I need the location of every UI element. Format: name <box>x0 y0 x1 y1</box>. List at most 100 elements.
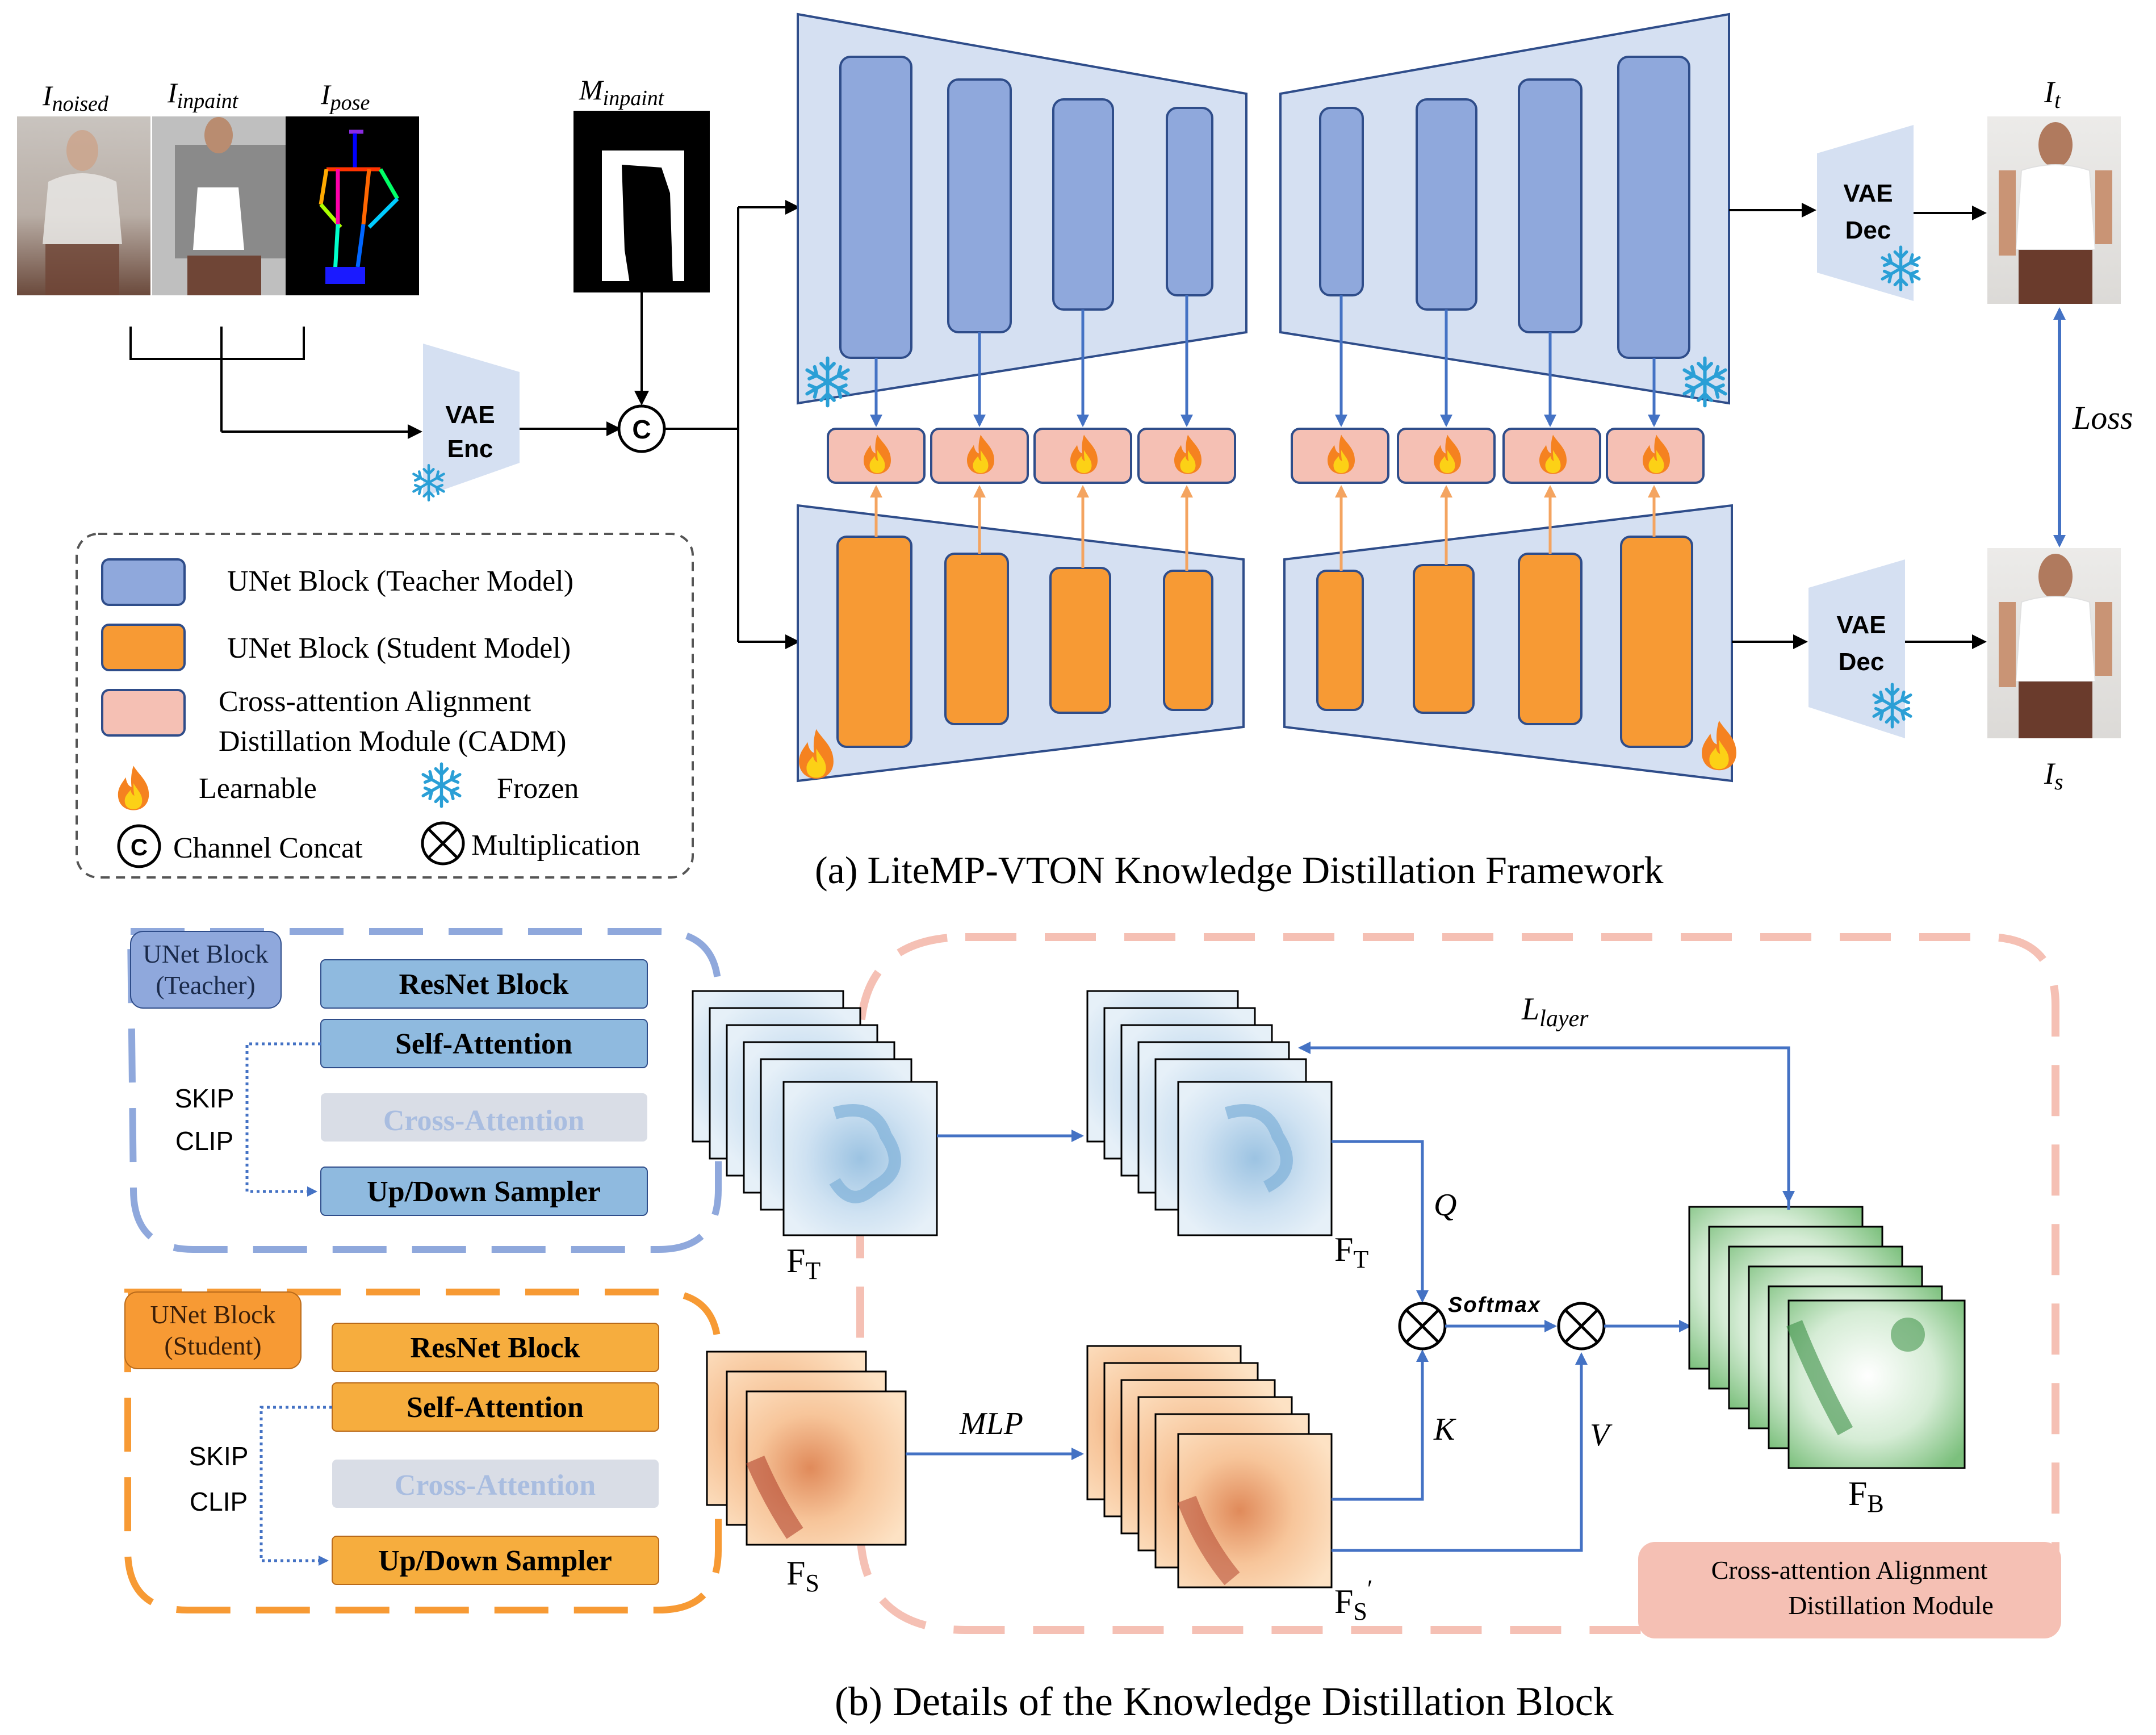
svg-text:SKIP: SKIP <box>175 1084 235 1113</box>
multiplication-node-qk <box>1398 1302 1447 1351</box>
label-i-pose: Ipose <box>320 78 370 115</box>
cadm-module <box>1291 428 1389 484</box>
input-noised-image <box>17 116 150 295</box>
svg-text:UNet Block: UNet Block <box>150 1300 275 1329</box>
student-block <box>1049 567 1111 714</box>
svg-text:Self-Attention: Self-Attention <box>407 1391 584 1424</box>
teacher-block <box>839 56 912 359</box>
svg-text:VAE: VAE <box>1836 611 1886 639</box>
legend-cadm-text-2: Distillation Module (CADM) <box>219 725 566 758</box>
teacher-blocks <box>839 56 1690 359</box>
vae-decoder-teacher: VAE Dec <box>1817 125 1919 301</box>
teacher-block <box>1518 78 1583 333</box>
label-ft-right: FT <box>1334 1231 1368 1273</box>
teacher-unet-block-detail: UNet Block (Teacher) ResNet Block Self-A… <box>127 928 722 1253</box>
svg-text:Up/Down Sampler: Up/Down Sampler <box>367 1176 601 1208</box>
svg-text:Dec: Dec <box>1845 216 1891 244</box>
label-fb: FB <box>1848 1475 1884 1517</box>
svg-text:Self-Attention: Self-Attention <box>395 1028 572 1060</box>
svg-text:ResNet Block: ResNet Block <box>399 968 569 1001</box>
feature-stack-ft-projected <box>1086 990 1333 1236</box>
cadm-module <box>1137 428 1236 484</box>
student-skip-clip-arrow <box>259 1406 332 1566</box>
cadm-module <box>1502 428 1601 484</box>
legend-multiplication-icon <box>421 821 465 866</box>
output-teacher-image <box>1987 116 2121 304</box>
svg-text:Up/Down Sampler: Up/Down Sampler <box>378 1545 612 1577</box>
label-fs-left: FS <box>786 1554 819 1597</box>
student-block <box>836 536 912 748</box>
student-block <box>944 553 1009 725</box>
k-label: K <box>1433 1412 1456 1447</box>
loss-label: Loss <box>2072 399 2133 436</box>
teacher-block <box>1052 98 1114 311</box>
label-i-inpaint: Iinpaint <box>167 77 239 113</box>
student-block <box>1620 536 1693 748</box>
caption-b: (b) Details of the Knowledge Distillatio… <box>835 1679 1614 1724</box>
vae-encoder: VAE Enc <box>413 344 520 500</box>
cadm-module <box>827 428 926 484</box>
vae-decoder-student: VAE Dec <box>1808 559 1911 738</box>
input-inpaint-image <box>152 116 286 295</box>
student-resnet-block <box>332 1323 659 1372</box>
student-block <box>1518 553 1583 725</box>
svg-text:VAE: VAE <box>1843 179 1893 207</box>
student-unet-block-detail: UNet Block (Student) ResNet Block Self-A… <box>124 1289 722 1613</box>
cadm-modules-row <box>827 428 1705 484</box>
cadm-module <box>1606 428 1705 484</box>
input-mask-image <box>573 111 710 292</box>
svg-text:Distillation Module: Distillation Module <box>1788 1591 1994 1620</box>
student-block <box>1316 570 1364 711</box>
svg-text:ResNet Block: ResNet Block <box>411 1332 580 1364</box>
svg-text:(Student): (Student) <box>164 1331 261 1360</box>
mlp-label: MLP <box>959 1406 1023 1441</box>
caption-a: (a) LiteMP-VTON Knowledge Distillation F… <box>815 848 1663 892</box>
legend-teacher-text: UNet Block (Teacher Model) <box>227 565 573 597</box>
legend-teacher-swatch <box>101 558 186 606</box>
label-ft-left: FT <box>786 1242 820 1285</box>
svg-text:VAE: VAE <box>445 401 495 429</box>
feature-stack-fb <box>1688 1206 1966 1469</box>
student-to-cadm-arrows <box>870 485 1660 571</box>
cadm-module <box>1397 428 1496 484</box>
multiplication-node-v <box>1557 1302 1606 1351</box>
output-student-image <box>1987 548 2121 738</box>
label-m-inpaint: Minpaint <box>579 74 665 110</box>
legend-frozen-text: Frozen <box>497 772 579 805</box>
svg-text:UNet Block: UNet Block <box>143 939 268 968</box>
arrow-q <box>1332 1140 1429 1303</box>
student-up-down-sampler <box>332 1536 659 1585</box>
input-bracket-connector <box>129 327 422 439</box>
svg-text:(Teacher): (Teacher) <box>156 971 256 1000</box>
arrow-l-layer <box>1298 1042 1790 1210</box>
label-i-noised: Inoised <box>42 80 109 116</box>
teacher-block <box>1416 98 1477 311</box>
svg-text:C: C <box>632 415 651 444</box>
teacher-block <box>1617 56 1690 359</box>
legend: UNet Block (Teacher Model) UNet Block (S… <box>76 533 694 879</box>
svg-text:SKIP: SKIP <box>189 1441 249 1471</box>
cadm-module <box>1033 428 1132 484</box>
q-label: Q <box>1434 1188 1456 1223</box>
feature-stack-fs <box>706 1351 907 1546</box>
svg-text:C: C <box>131 834 148 860</box>
svg-text:Cross-Attention: Cross-Attention <box>395 1469 596 1502</box>
label-i-s: Is <box>2044 756 2063 795</box>
legend-concat-text: Channel Concat <box>173 832 363 864</box>
svg-text:Cross-Attention: Cross-Attention <box>383 1105 584 1137</box>
student-block <box>1163 570 1213 711</box>
student-cross-attention <box>332 1460 659 1508</box>
legend-student-text: UNet Block (Student Model) <box>227 632 571 664</box>
student-block <box>1413 564 1475 714</box>
svg-text:CLIP: CLIP <box>190 1487 248 1516</box>
arrow-v <box>1332 1352 1588 1552</box>
svg-text:CLIP: CLIP <box>175 1126 233 1156</box>
input-pose-image <box>286 116 419 295</box>
svg-text:Dec: Dec <box>1839 648 1885 676</box>
legend-cadm-text-1: Cross-attention Alignment <box>219 685 531 718</box>
arrow-k <box>1332 1349 1429 1501</box>
l-layer-label: Llayer <box>1521 992 1589 1032</box>
svg-text:Enc: Enc <box>447 435 493 463</box>
channel-concat-node: C <box>617 404 666 453</box>
feature-stack-ft <box>692 990 938 1236</box>
